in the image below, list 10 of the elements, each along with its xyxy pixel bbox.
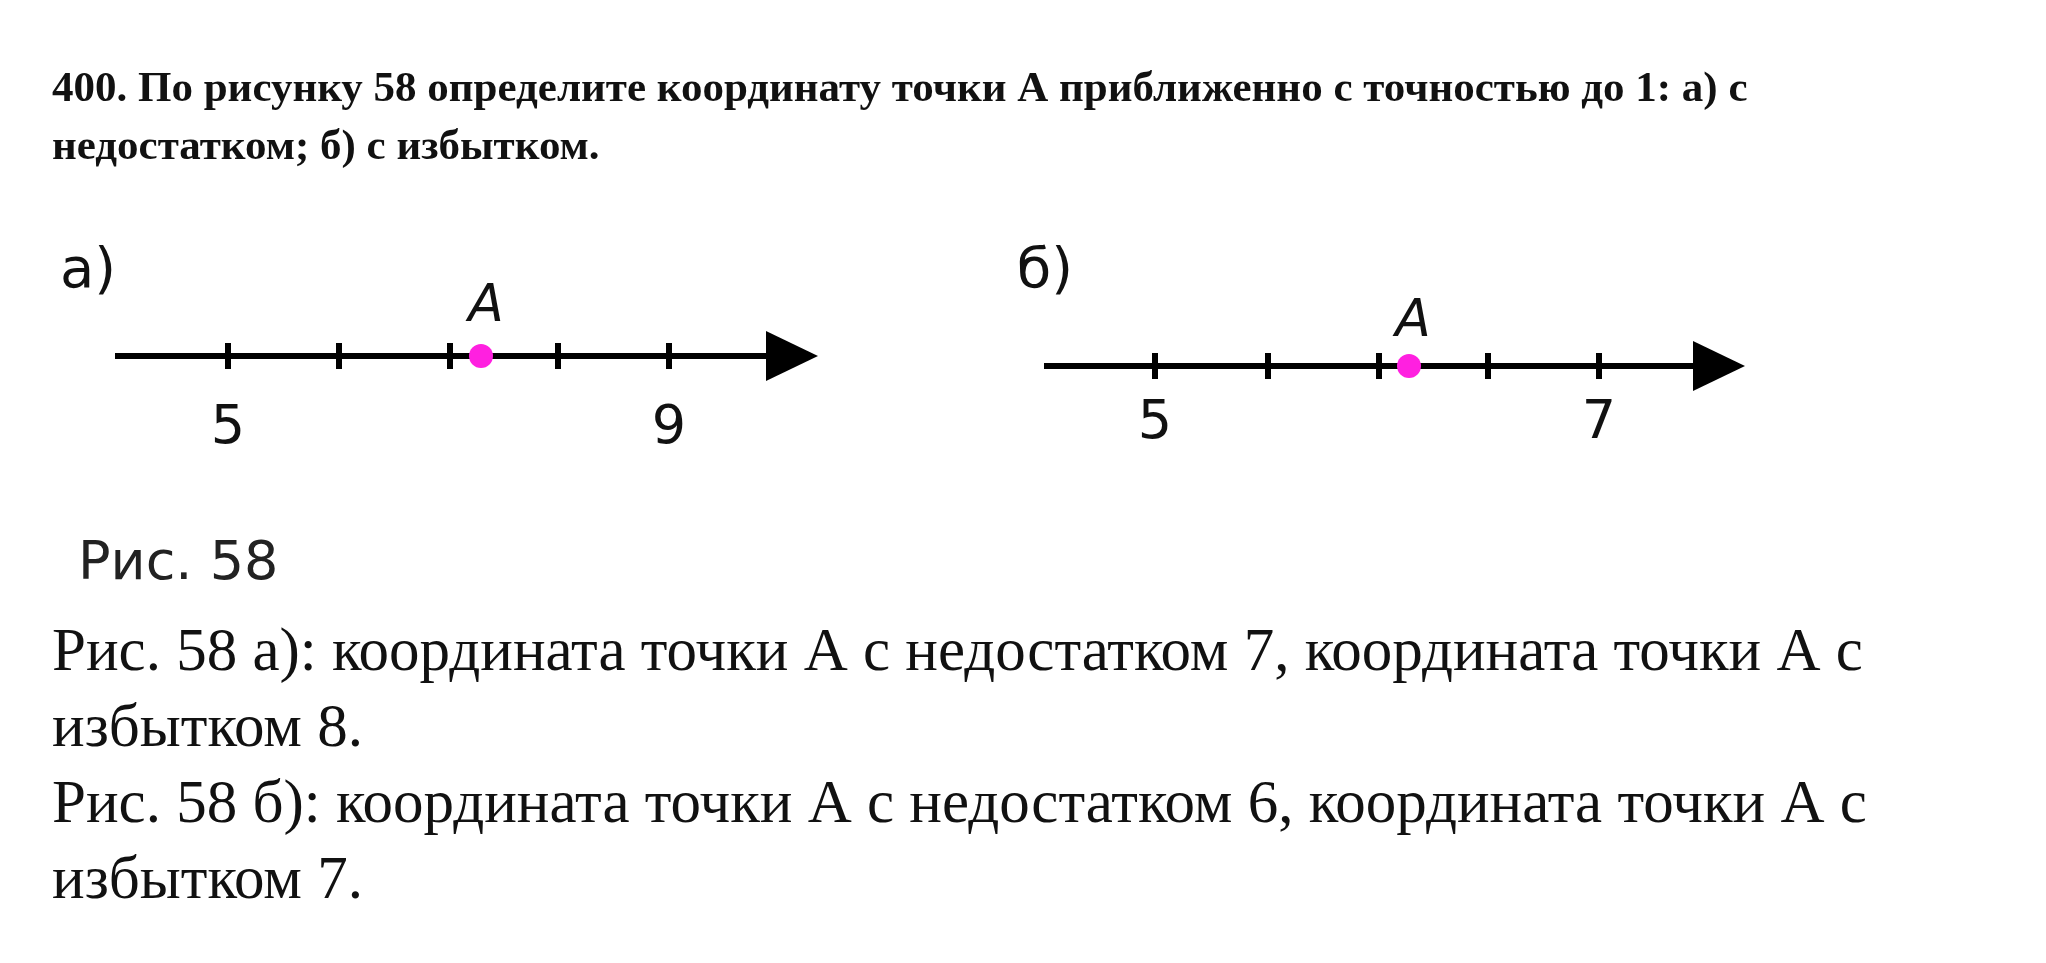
tick-label: 5 [1137, 393, 1173, 447]
tick-label: 7 [1581, 393, 1617, 447]
panel-label: б) [1016, 240, 1074, 296]
problem-text: 400. По рисунку 58 определите координату точки А приближенно с точностью до 1: а) с недостатком; б) с избытком. [52, 62, 1749, 170]
tick-label: 5 [210, 398, 246, 452]
answer-text: Рис. 58 б): координата точки А с недостатком 6, координата точки А с избытком 7. [52, 767, 1868, 913]
figure-caption: Рис. 58 [78, 534, 279, 588]
panel-label: а) [59, 240, 117, 296]
answer-text: Рис. 58 а): координата точки А с недостатком 7, координата точки А с избытком 8. [52, 615, 1864, 761]
tick-label: 9 [651, 398, 687, 452]
